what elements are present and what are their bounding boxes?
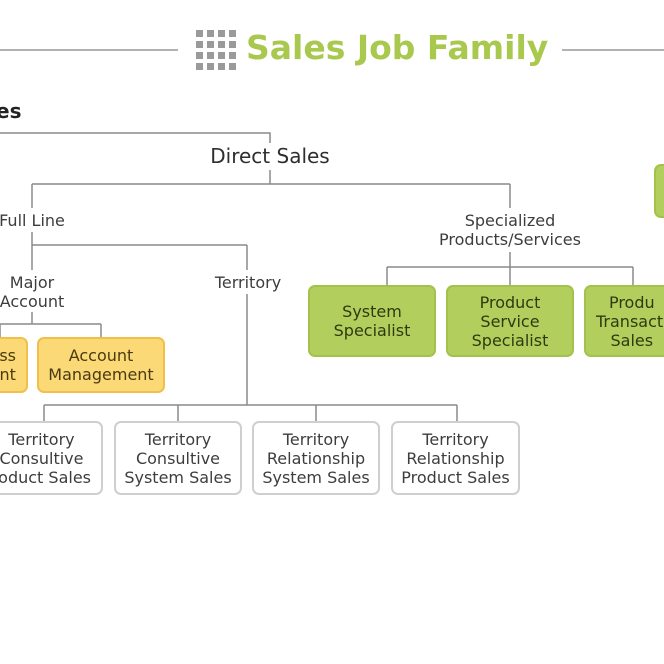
grid-squares-icon xyxy=(196,30,236,70)
box-territory-consultive-product-sales: Territory Consultive roduct Sales xyxy=(0,421,103,495)
node-direct-sales: Direct Sales xyxy=(210,144,330,168)
page-title: Sales Job Family xyxy=(246,28,549,67)
box-territory-relationship-product-sales: Territory Relationship Product Sales xyxy=(391,421,520,495)
node-specialized: Specialized Products/Services xyxy=(439,211,581,249)
box-product-service-specialist: Product Service Specialist xyxy=(446,285,574,357)
node-full-line: Full Line xyxy=(0,211,65,230)
section-label: es xyxy=(0,99,22,123)
node-territory: Territory xyxy=(214,273,282,292)
box-product-transaction-sales: Produ Transacti Sales xyxy=(584,285,664,357)
connector-root xyxy=(0,132,271,143)
box-territory-consultive-system-sales: Territory Consultive System Sales xyxy=(114,421,242,495)
node-major-account: Major Account xyxy=(0,273,65,311)
box-account-management: Account Management xyxy=(37,337,165,393)
box-system-specialist: System Specialist xyxy=(308,285,436,357)
box-territory-relationship-system-sales: Territory Relationship System Sales xyxy=(252,421,380,495)
box-green-offscreen xyxy=(654,164,664,218)
box-business-development: ess ent xyxy=(0,337,28,393)
